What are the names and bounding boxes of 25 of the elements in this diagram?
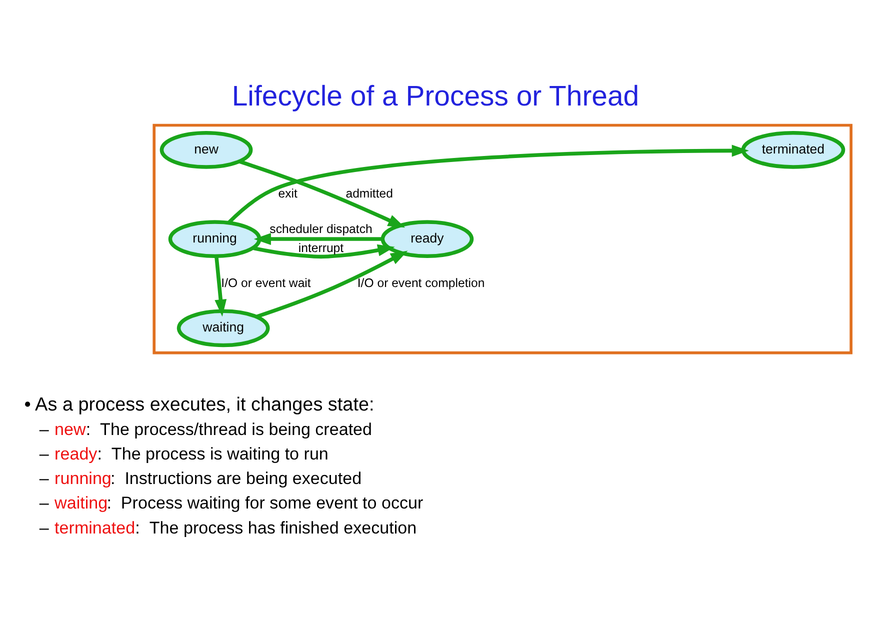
edge-label: exit [278, 186, 298, 200]
cluster [152, 123, 852, 354]
arrow [256, 250, 408, 318]
node-ellipse: waiting [176, 308, 270, 347]
label: – running: Instructions are being executed [39, 468, 362, 488]
label: – new: The process/thread is being created [39, 419, 372, 438]
label: • As a process executes, it changes state: [24, 394, 374, 416]
node-ellipse: running [168, 220, 262, 258]
arrow [238, 159, 406, 228]
node-ellipse: ready [380, 220, 474, 258]
edge-label: I/O or event wait [221, 275, 311, 290]
label: – waiting: Process waiting for some event to occur [39, 493, 424, 512]
label: – ready: The process is waiting to run [39, 444, 328, 463]
arrow [252, 244, 395, 258]
edge-label: scheduler dispatch [270, 221, 372, 236]
edge-label: interrupt [298, 240, 344, 254]
arrow [214, 256, 227, 316]
diagram-title: Lifecycle of a Process or Thread [232, 80, 640, 112]
label: – terminated: The process has finished execution [39, 518, 417, 537]
node-ellipse: terminated [741, 130, 846, 168]
edge-label: admitted [346, 186, 393, 200]
edge-label: I/O or event completion [357, 275, 485, 290]
node-ellipse: new [160, 130, 253, 168]
arrow [227, 144, 749, 224]
arrow [254, 232, 382, 245]
